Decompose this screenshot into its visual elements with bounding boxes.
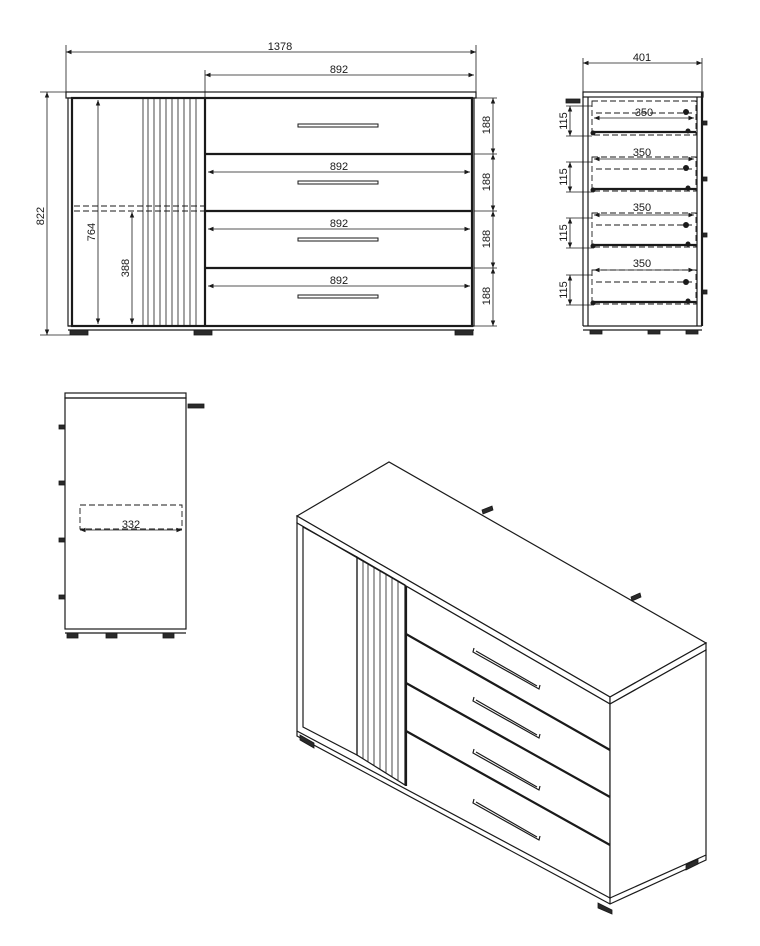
dim-drawer-inner-width: 892 (330, 275, 348, 287)
dim-drawer-box-height: 115 (558, 224, 570, 242)
dim-drawer-height: 188 (481, 230, 493, 248)
side-foot (162, 632, 175, 639)
dim-drawer-height: 188 (481, 287, 493, 305)
side-view-top (64, 392, 187, 399)
dim-total-width: 1378 (268, 41, 292, 53)
dim-shelf-height: 388 (120, 259, 132, 277)
wall-fixing-bracket (187, 403, 205, 409)
dim-drawer-depth: 350 (633, 202, 651, 214)
side-foot (105, 632, 118, 639)
dim-drawer-width: 892 (330, 64, 348, 76)
side-foot (685, 329, 699, 335)
front-view: 1378 892 892 892 892 822 764 388 188 (35, 41, 497, 336)
drawer-handle (297, 123, 379, 128)
dim-drawer-depth: 350 (633, 147, 651, 159)
dim-drawer-height: 188 (481, 116, 493, 134)
dim-total-height: 822 (35, 207, 47, 225)
wall-fixing-bracket (481, 505, 494, 515)
side-section-view: 401 350 350 350 350 115 115 115 115 (558, 52, 708, 335)
side-view-shelf: 332 (58, 392, 205, 639)
drawer-box-2 (590, 156, 697, 193)
drawer-handle (297, 294, 379, 299)
dim-drawer-box-height: 115 (558, 281, 570, 299)
side-foot (647, 329, 661, 335)
foot-middle (193, 329, 213, 336)
dim-drawer-box-height: 115 (558, 168, 570, 186)
side-top-board (582, 91, 704, 98)
side-view-panel (64, 397, 187, 630)
iso-foot (685, 858, 699, 871)
side-foot (66, 632, 79, 639)
iso-slatted-panel (356, 555, 406, 787)
foot-left (69, 329, 89, 336)
drawer-handle (297, 237, 379, 242)
dim-drawer-inner-width: 892 (330, 161, 348, 173)
slatted-panel (142, 98, 197, 326)
drawer-box-1 (590, 100, 697, 136)
dim-shelf-depth: 332 (122, 519, 140, 531)
iso-foot (299, 734, 315, 749)
isometric-view (295, 461, 708, 915)
drawer-fronts (205, 123, 472, 299)
dim-drawer-height: 188 (481, 173, 493, 191)
wall-fixing-bracket (565, 98, 581, 104)
side-foot (589, 329, 603, 335)
foot-right (454, 329, 474, 336)
wall-fixing-bracket (630, 592, 642, 602)
dim-drawer-depth: 350 (633, 258, 651, 270)
drawer-box-4 (590, 269, 697, 306)
dim-drawer-box-height: 115 (558, 112, 570, 130)
dim-drawer-depth: 350 (635, 107, 653, 119)
dim-door-height: 764 (86, 223, 98, 241)
iso-drawer-handles (472, 647, 541, 841)
drawer-handle (297, 180, 379, 185)
dim-depth: 401 (633, 52, 651, 64)
dim-drawer-inner-width: 892 (330, 218, 348, 230)
iso-foot (597, 902, 613, 915)
drawer-box-3 (590, 212, 697, 249)
